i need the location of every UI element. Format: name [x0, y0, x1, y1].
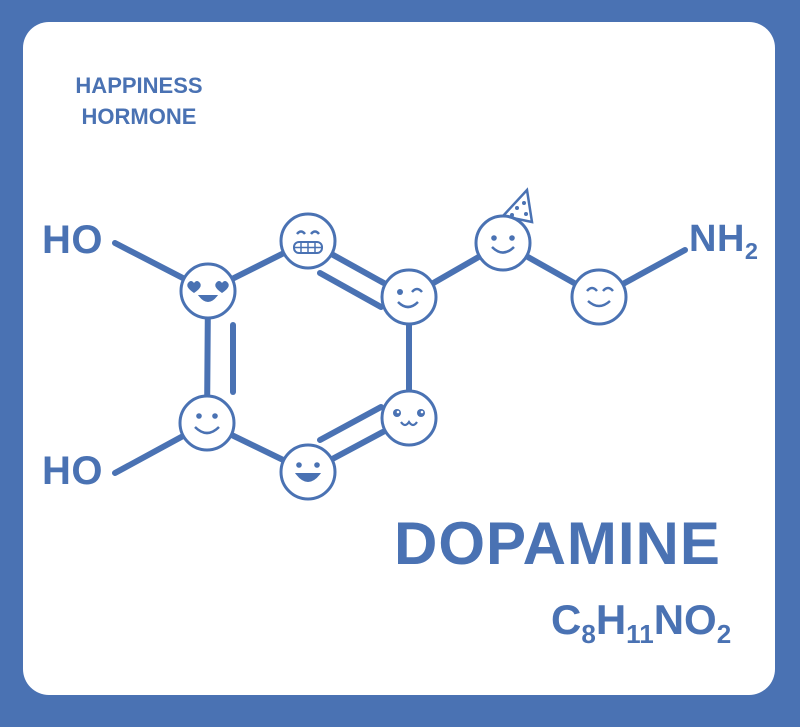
tagline-line-1: HAPPINESS	[75, 73, 203, 98]
formula-n: N	[653, 596, 685, 643]
amine-subscript: 2	[744, 238, 759, 265]
formula-h: H	[595, 596, 627, 643]
formula-c-count: 8	[581, 619, 596, 650]
party-hat-face	[474, 187, 534, 272]
card	[23, 22, 775, 695]
chemical-formula: C8H11NO2	[551, 596, 731, 650]
hydroxyl-label-top: HO	[42, 218, 103, 262]
formula-h-count: 11	[626, 619, 654, 650]
formula-o-count: 2	[716, 619, 732, 650]
double-bond-bottom	[317, 404, 384, 443]
double-bond-top	[317, 270, 384, 310]
amine-label: NH2	[689, 218, 759, 265]
tagline: HAPPINESS HORMONE	[63, 70, 215, 132]
formula-c: C	[551, 596, 582, 643]
smiling-face	[178, 394, 236, 452]
amine-main: NH	[689, 218, 745, 260]
winking-face	[380, 268, 438, 326]
hydroxyl-label-bottom: HO	[42, 449, 103, 493]
tagline-line-2: HORMONE	[81, 104, 197, 129]
molecule-title: DOPAMINE	[394, 510, 721, 577]
cute-face	[380, 389, 438, 447]
grinning-teeth-face	[279, 212, 337, 270]
open-mouth-face	[279, 443, 337, 501]
heart-eyes-face	[179, 262, 237, 320]
formula-o: O	[684, 596, 717, 643]
squinting-smile-face	[570, 268, 628, 326]
